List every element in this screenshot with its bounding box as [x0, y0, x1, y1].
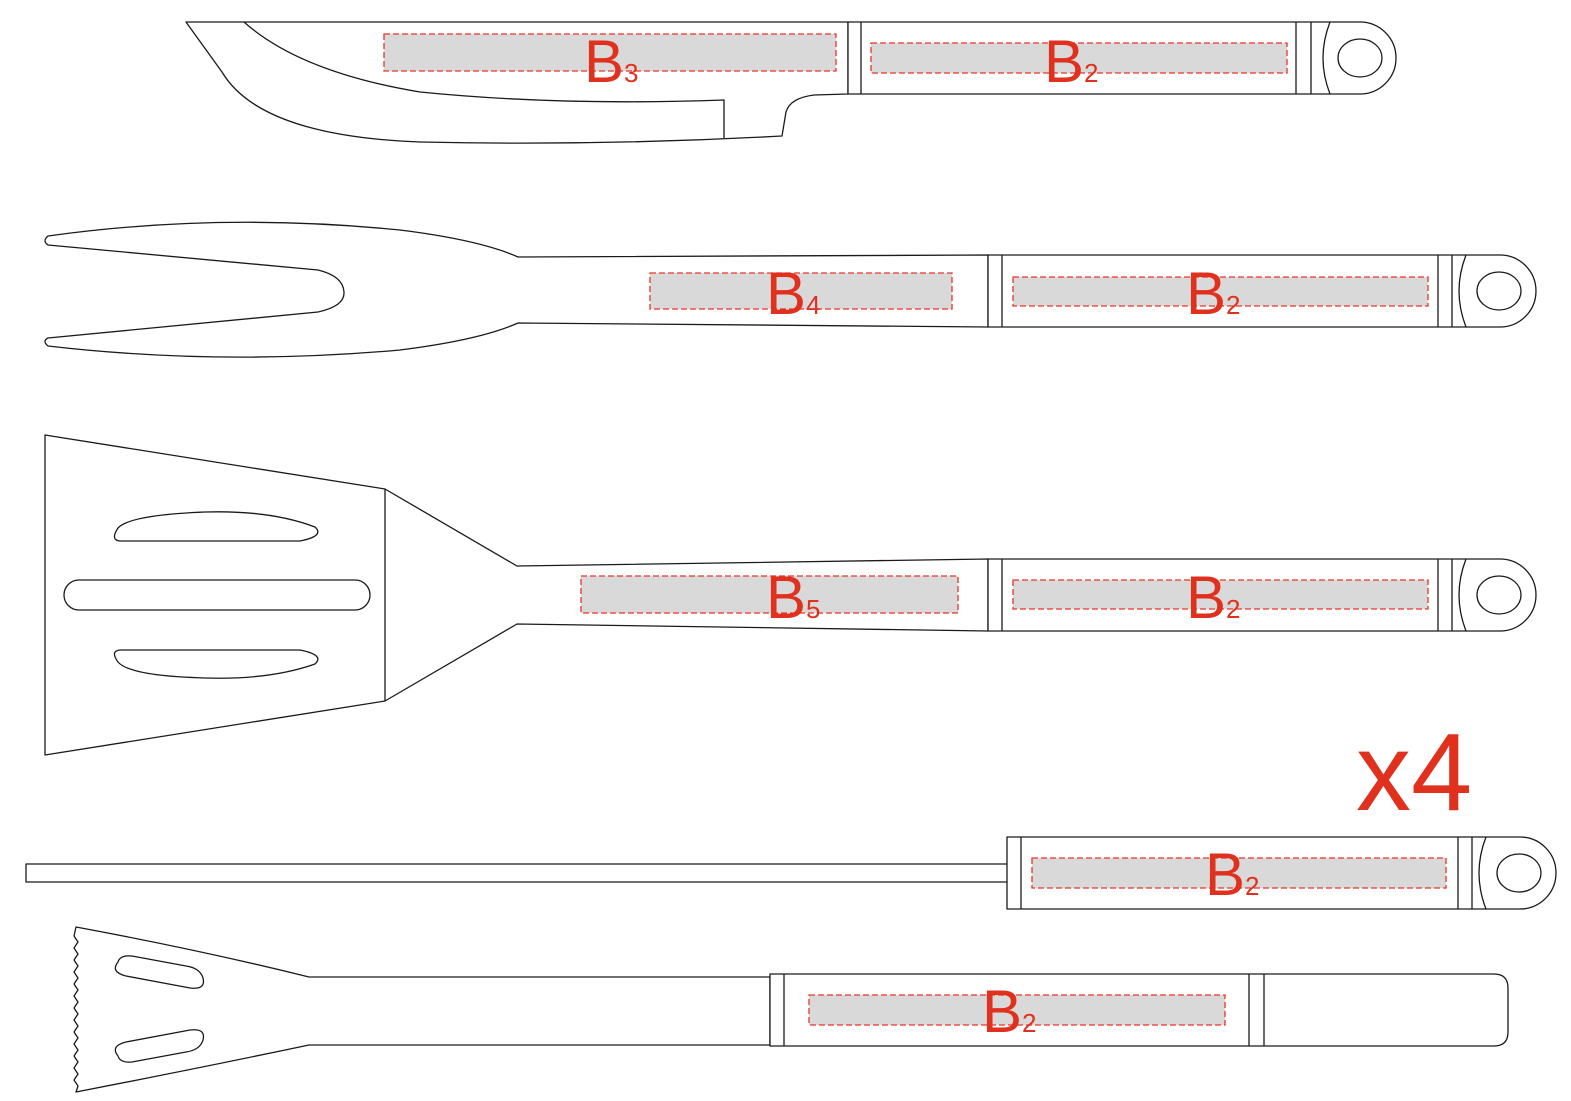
print-area-spatula-shaft — [580, 575, 959, 614]
label-knife-handle: B2 — [1044, 28, 1099, 95]
label-fork-shaft: B4 — [766, 260, 821, 327]
print-area-fork-handle — [1012, 276, 1429, 307]
skewer-hang-hole — [1496, 853, 1542, 893]
label-subscript: 5 — [806, 594, 820, 624]
fork — [44, 221, 1537, 358]
fork-head — [44, 221, 989, 358]
label-letter: B — [982, 978, 1022, 1045]
quantity-label: x4 — [1356, 711, 1472, 834]
print-area-knife-blade — [383, 33, 837, 72]
label-knife-blade: B3 — [584, 28, 639, 95]
spatula-slot-middle — [63, 579, 371, 611]
label-spatula-shaft: B5 — [766, 564, 821, 631]
skewer-rod — [25, 863, 1009, 883]
label-letter: B — [1044, 28, 1084, 95]
print-area-fork-shaft — [649, 272, 953, 310]
scraper-slot-top — [114, 955, 205, 989]
print-area-skewer-handle — [1031, 857, 1447, 889]
label-subscript: 3 — [624, 58, 638, 88]
label-letter: B — [1186, 564, 1226, 631]
print-area-spatula-handle — [1012, 579, 1429, 610]
spatula-slot-top — [113, 511, 319, 542]
label-subscript: 2 — [1245, 871, 1259, 901]
print-area-knife-handle — [870, 42, 1288, 74]
label-subscript: 2 — [1022, 1008, 1036, 1038]
label-skewer-handle: B2 — [1205, 841, 1260, 908]
label-letter: B — [766, 564, 806, 631]
label-spatula-handle: B2 — [1186, 564, 1241, 631]
fork-hang-hole — [1476, 271, 1522, 311]
knife-hang-hole — [1337, 38, 1383, 78]
label-subscript: 2 — [1226, 290, 1240, 320]
label-subscript: 2 — [1084, 58, 1098, 88]
label-letter: B — [1186, 260, 1226, 327]
scraper-slot-bottom — [114, 1029, 205, 1063]
label-letter: B — [584, 28, 624, 95]
knife-blade-edge — [243, 21, 725, 138]
label-letter: B — [1205, 841, 1245, 908]
scraper — [73, 926, 1509, 1093]
label-scraper-handle: B2 — [982, 978, 1037, 1045]
print-areas — [383, 33, 1447, 1026]
spatula-hang-hole — [1476, 575, 1522, 615]
label-letter: B — [766, 260, 806, 327]
scraper-head — [73, 926, 771, 1093]
label-fork-handle: B2 — [1186, 260, 1241, 327]
area-labels: B3 B2 B4 B2 B5 B2 B2 B2 — [584, 28, 1260, 1045]
label-subscript: 4 — [806, 290, 820, 320]
print-area-scraper-handle — [808, 994, 1226, 1026]
spatula-slot-bottom — [113, 649, 319, 679]
label-subscript: 2 — [1226, 594, 1240, 624]
